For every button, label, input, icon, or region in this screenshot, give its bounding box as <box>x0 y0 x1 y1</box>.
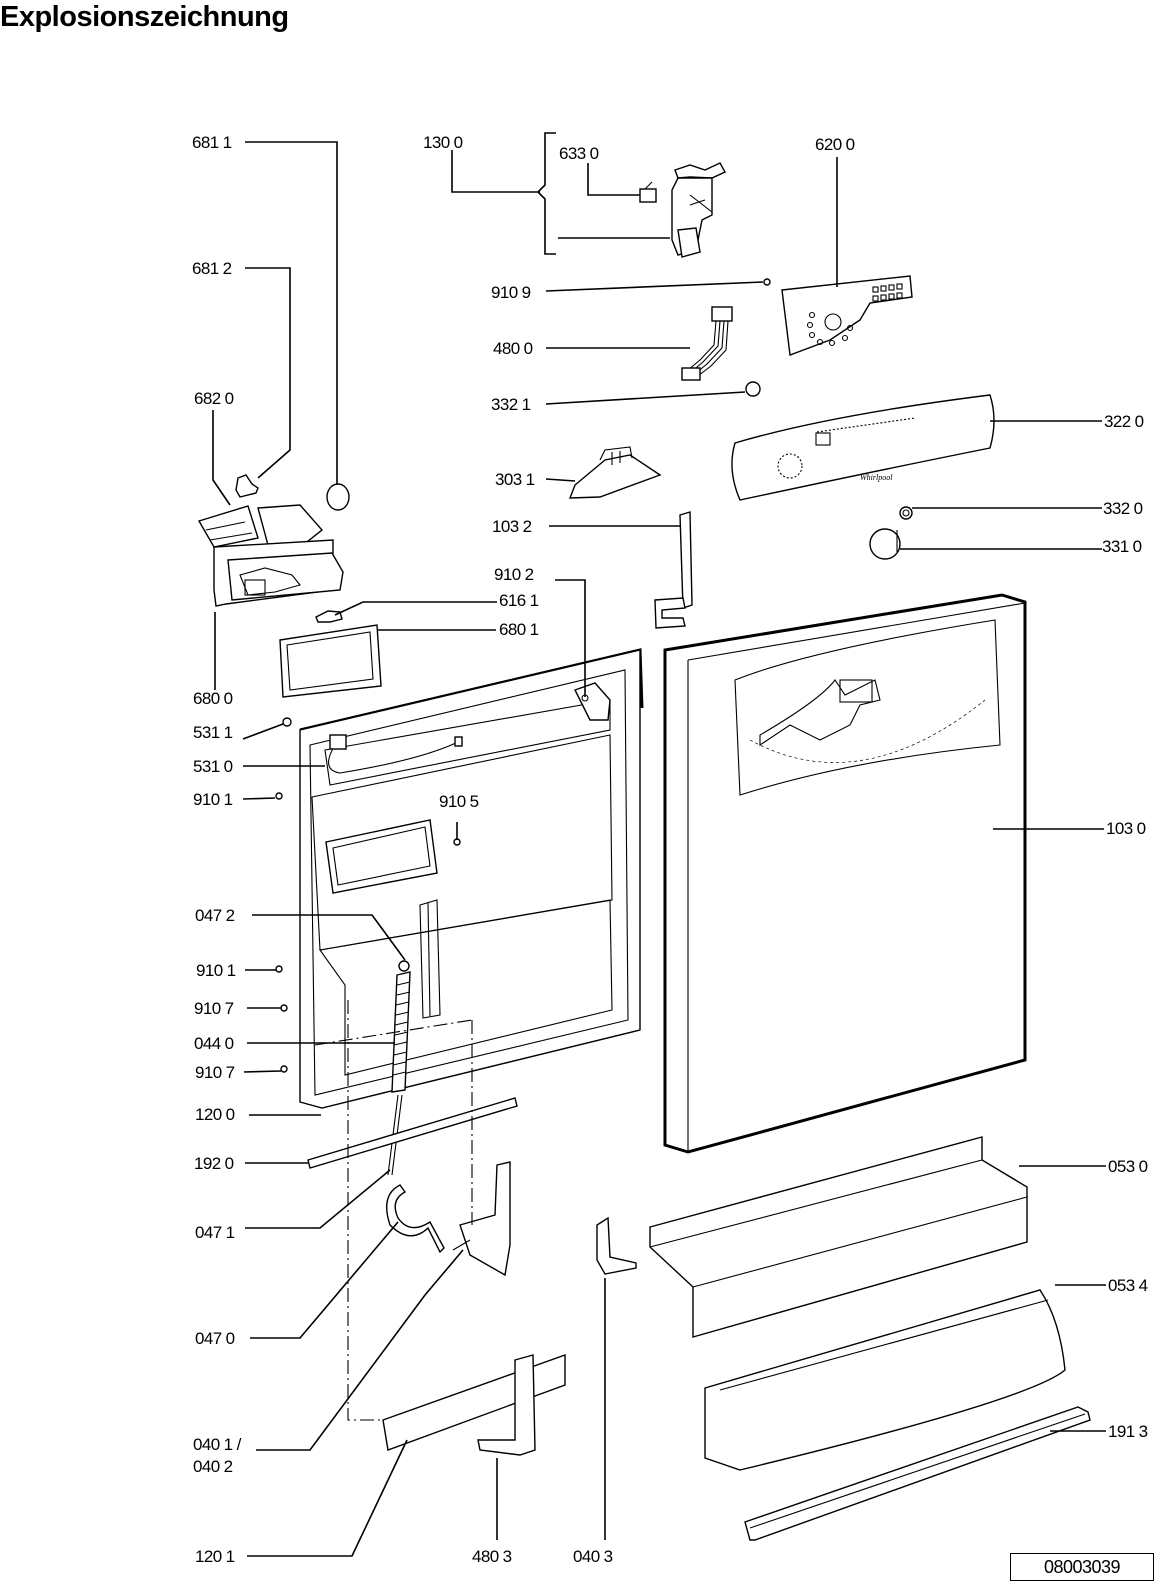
label-910-9: 910 9 <box>491 283 531 302</box>
label-040-2: 040 2 <box>193 1457 233 1476</box>
document-number: 08003039 <box>1010 1553 1154 1581</box>
label-130-0: 130 0 <box>423 133 463 152</box>
part-332-1-button[interactable] <box>745 381 761 397</box>
leader-lines <box>212 132 1106 1557</box>
label-910-5: 910 5 <box>439 792 479 811</box>
label-120-0: 120 0 <box>195 1105 235 1124</box>
part-130-0-door-lock[interactable] <box>671 162 726 258</box>
label-616-1: 616 1 <box>499 591 539 610</box>
label-331-0: 331 0 <box>1102 537 1142 556</box>
label-053-4: 053 4 <box>1108 1276 1148 1295</box>
part-681-1-plug[interactable] <box>326 483 350 511</box>
label-682-0: 682 0 <box>194 389 234 408</box>
label-910-1-upper: 910 1 <box>193 790 233 809</box>
part-322-0-control-panel[interactable]: Whirlpool <box>731 394 995 501</box>
part-531-1-grommet[interactable] <box>282 717 292 727</box>
label-047-0: 047 0 <box>195 1329 235 1348</box>
part-332-0-knob-adapter[interactable] <box>899 506 913 520</box>
label-332-1: 332 1 <box>491 395 531 414</box>
label-192-0: 192 0 <box>194 1154 234 1173</box>
part-680-1-seal[interactable] <box>279 624 382 698</box>
svg-text:Whirlpool: Whirlpool <box>860 473 893 482</box>
label-910-1-lower: 910 1 <box>196 961 236 980</box>
part-910-9-screw[interactable] <box>763 278 771 286</box>
label-681-2: 681 2 <box>192 259 232 278</box>
label-191-3: 191 3 <box>1108 1422 1148 1441</box>
part-103-0-outer-door[interactable] <box>663 593 1027 1154</box>
label-044-0: 044 0 <box>194 1034 234 1053</box>
part-616-1-clip[interactable] <box>315 610 343 623</box>
label-633-0: 633 0 <box>559 144 599 163</box>
part-910-7-screw-upper[interactable] <box>280 1004 288 1012</box>
label-480-0: 480 0 <box>493 339 533 358</box>
part-047-0-hook[interactable] <box>386 1184 445 1254</box>
part-910-7-screw-lower[interactable] <box>280 1065 288 1073</box>
label-047-1: 047 1 <box>195 1223 235 1242</box>
part-053-0-plinth[interactable] <box>649 1136 1028 1338</box>
label-680-1: 680 1 <box>499 620 539 639</box>
part-120-0-inner-door[interactable] <box>299 648 644 1109</box>
label-681-1: 681 1 <box>192 133 232 152</box>
label-531-0: 531 0 <box>193 757 233 776</box>
part-120-1-lower-panel[interactable] <box>382 1354 566 1451</box>
label-047-2: 047 2 <box>195 906 235 925</box>
label-103-0: 103 0 <box>1106 819 1146 838</box>
label-480-3: 480 3 <box>472 1547 512 1566</box>
page-title: Explosionszeichnung <box>0 1 289 33</box>
part-044-0-spring[interactable] <box>391 960 411 1093</box>
label-040-3: 040 3 <box>573 1547 613 1566</box>
part-681-2-cap[interactable] <box>235 474 259 498</box>
label-303-1: 303 1 <box>495 470 535 489</box>
part-103-2-bracket[interactable] <box>654 511 693 629</box>
part-labels: 681 1 130 0 633 0 620 0 681 2 910 9 480 … <box>192 133 1148 1566</box>
label-910-7-upper: 910 7 <box>194 999 234 1018</box>
part-480-0-harness[interactable] <box>681 306 733 381</box>
label-322-0: 322 0 <box>1104 412 1144 431</box>
label-053-0: 053 0 <box>1108 1157 1148 1176</box>
label-910-7-lower: 910 7 <box>195 1063 235 1082</box>
part-053-4-cover[interactable] <box>704 1289 1066 1471</box>
label-040-1: 040 1 / <box>193 1435 242 1454</box>
part-040-1-hinge[interactable] <box>452 1161 511 1277</box>
part-191-3-strip[interactable] <box>744 1406 1091 1541</box>
label-910-2: 910 2 <box>494 565 534 584</box>
part-480-3-bracket[interactable] <box>477 1354 536 1456</box>
label-332-0: 332 0 <box>1103 499 1143 518</box>
label-120-1: 120 1 <box>195 1547 235 1566</box>
part-040-3-bracket[interactable] <box>596 1216 637 1275</box>
label-103-2: 103 2 <box>492 517 532 536</box>
part-192-0-rail[interactable] <box>307 1097 518 1169</box>
part-303-1-handle[interactable] <box>568 446 662 499</box>
label-620-0: 620 0 <box>815 135 855 154</box>
label-531-1: 531 1 <box>193 723 233 742</box>
part-910-1-screw-lower[interactable] <box>275 965 283 973</box>
part-633-0-switch[interactable] <box>639 181 657 203</box>
part-910-1-screw-upper[interactable] <box>275 792 283 800</box>
part-620-0-control-board[interactable] <box>781 275 913 356</box>
part-331-0-knob[interactable] <box>869 528 901 560</box>
label-680-0: 680 0 <box>193 689 233 708</box>
part-680-0-dispenser[interactable] <box>197 504 344 607</box>
